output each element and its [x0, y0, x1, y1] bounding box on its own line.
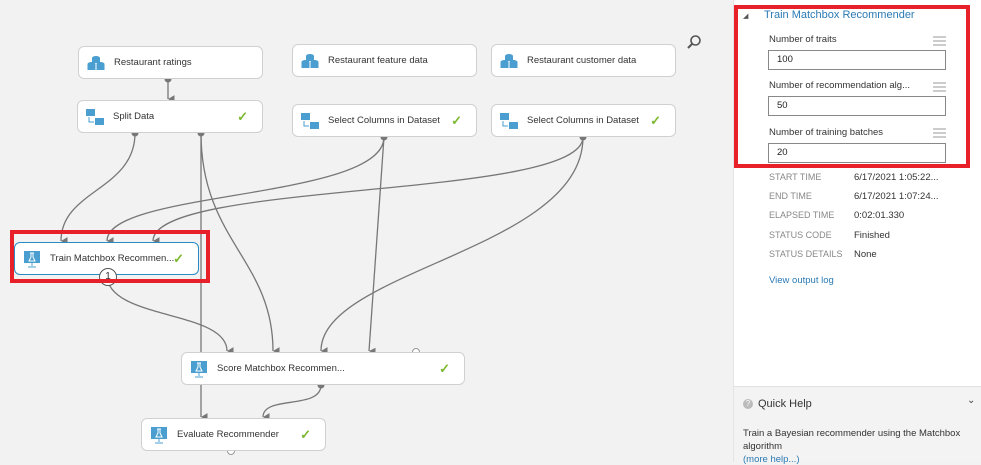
module-label: Split Data	[113, 111, 155, 122]
stat-key: START TIME	[769, 172, 822, 182]
experiment-canvas[interactable]: Restaurant ratings Split Data ✓ Restaura…	[0, 0, 733, 462]
param-label: Number of training batches	[769, 127, 884, 138]
select-columns-icon	[301, 112, 319, 129]
score-model-icon	[191, 360, 207, 377]
check-icon: ✓	[650, 113, 661, 128]
edge	[106, 274, 234, 355]
quick-help-text: Train a Bayesian recommender using the M…	[743, 428, 961, 452]
module-evaluate-recommender[interactable]: Evaluate Recommender ✓	[141, 418, 326, 451]
module-label: Restaurant customer data	[527, 55, 637, 66]
stat-key: STATUS DETAILS	[769, 249, 843, 259]
collapse-triangle-icon[interactable]: ◢	[743, 13, 749, 20]
check-icon: ✓	[237, 109, 248, 124]
quick-help-title: Quick Help	[758, 398, 812, 410]
chevron-down-icon[interactable]: ⌄	[967, 395, 976, 406]
module-restaurant-ratings[interactable]: Restaurant ratings	[78, 46, 263, 79]
module-label: Train Matchbox Recommen...	[50, 253, 175, 264]
train-model-icon	[24, 250, 40, 267]
stat-value: 0:02:01.330	[854, 210, 905, 221]
more-help-link[interactable]: (more help...)	[743, 454, 800, 465]
split-data-icon	[86, 108, 104, 125]
check-icon: ✓	[173, 251, 184, 266]
select-columns-icon	[500, 112, 518, 129]
dataset-icon	[500, 53, 518, 68]
stat-value: 6/17/2021 1:07:24...	[854, 191, 939, 202]
properties-panel: ◢ Train Matchbox Recommender Number of t…	[733, 0, 981, 465]
number-of-training-batches-input[interactable]: 20	[768, 143, 946, 163]
module-label: Restaurant feature data	[328, 55, 428, 66]
module-restaurant-customer-data[interactable]: Restaurant customer data	[491, 44, 676, 77]
dataset-icon	[87, 55, 105, 70]
edge	[200, 132, 280, 355]
edge	[152, 136, 584, 245]
number-of-recommendation-algorithm-iterations-input[interactable]: 50	[768, 96, 946, 116]
menu-icon[interactable]	[933, 36, 946, 46]
param-label: Number of traits	[769, 34, 837, 45]
check-icon: ✓	[451, 113, 462, 128]
module-restaurant-feature-data[interactable]: Restaurant feature data	[292, 44, 477, 77]
number-of-traits-input[interactable]: 100	[768, 50, 946, 70]
stat-key: END TIME	[769, 191, 812, 201]
help-icon: ?	[743, 399, 753, 409]
edge	[320, 136, 584, 355]
module-select-columns-2[interactable]: Select Columns in Dataset ✓	[491, 104, 676, 137]
module-label: Select Columns in Dataset	[527, 115, 639, 126]
module-split-data[interactable]: Split Data ✓	[77, 100, 263, 133]
menu-icon[interactable]	[933, 82, 946, 92]
panel-title: Train Matchbox Recommender	[764, 9, 915, 21]
module-label: Score Matchbox Recommen...	[217, 363, 345, 374]
output-port-badge[interactable]: 1	[99, 268, 117, 286]
dataset-icon	[301, 53, 319, 68]
module-label: Restaurant ratings	[114, 57, 192, 68]
stat-key: ELAPSED TIME	[769, 210, 835, 220]
module-label: Evaluate Recommender	[177, 429, 279, 440]
check-icon: ✓	[300, 427, 311, 442]
check-icon: ✓	[439, 361, 450, 376]
module-select-columns-1[interactable]: Select Columns in Dataset ✓	[292, 104, 477, 137]
module-label: Select Columns in Dataset	[328, 115, 440, 126]
edge	[262, 384, 322, 421]
stat-value: 6/17/2021 1:05:22...	[854, 172, 939, 183]
edge	[106, 136, 385, 245]
view-output-log-link[interactable]: View output log	[769, 275, 834, 286]
stat-key: STATUS CODE	[769, 230, 832, 240]
quick-help-section: ? Quick Help ⌄ Train a Bayesian recommen…	[734, 386, 981, 465]
menu-icon[interactable]	[933, 128, 946, 138]
stat-value: Finished	[854, 230, 890, 241]
stat-value: None	[854, 249, 877, 260]
module-train-matchbox-recommender[interactable]: Train Matchbox Recommen... ✓ 1	[14, 242, 199, 286]
search-icon[interactable]	[686, 34, 702, 50]
param-label: Number of recommendation alg...	[769, 80, 910, 91]
module-score-matchbox-recommender[interactable]: Score Matchbox Recommen... ✓	[181, 352, 465, 385]
evaluate-icon	[151, 426, 167, 443]
edge	[368, 136, 385, 356]
edge	[60, 132, 136, 245]
